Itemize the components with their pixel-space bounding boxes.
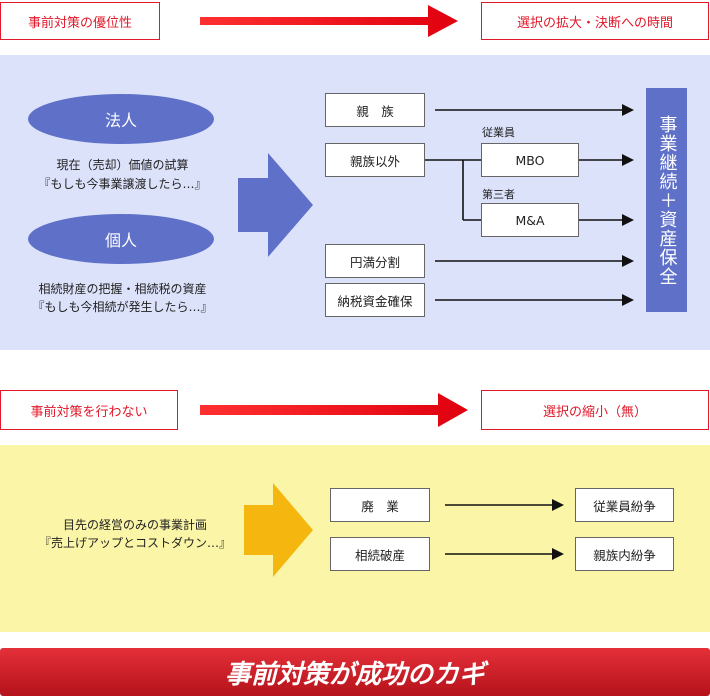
individual-caption-1: 相続財産の把握・相続税の資産 bbox=[38, 282, 207, 296]
non-relatives-box: 親族以外 bbox=[325, 143, 425, 177]
employee-dispute-box: 従業員紛争 bbox=[575, 488, 674, 522]
blue-big-arrow bbox=[238, 153, 313, 257]
reduction-label: 選択の縮小（無） bbox=[481, 390, 709, 430]
individual-ellipse: 個人 bbox=[28, 214, 214, 264]
third-party-label: 第三者 bbox=[482, 188, 515, 201]
short-term-plan-caption-1: 目先の経営のみの事業計画 bbox=[62, 518, 207, 532]
corporate-ellipse: 法人 bbox=[28, 94, 214, 144]
expansion-label: 選択の拡大・決断への時間 bbox=[481, 2, 709, 40]
division-box: 円満分割 bbox=[325, 244, 425, 278]
no-measures-label: 事前対策を行わない bbox=[0, 390, 178, 430]
middle-red-arrow bbox=[200, 393, 468, 427]
yellow-big-arrow bbox=[244, 483, 313, 577]
advantage-label: 事前対策の優位性 bbox=[0, 2, 160, 40]
corporate-caption-2: 『もしも今事業譲渡したら…』 bbox=[38, 177, 207, 191]
top-red-arrow bbox=[200, 5, 458, 37]
corporate-caption-1: 現在（売却）価値の試算 bbox=[56, 158, 189, 172]
relatives-box: 親 族 bbox=[325, 93, 425, 127]
success-key-banner: 事前対策が成功のカギ bbox=[0, 648, 710, 696]
closure-box: 廃 業 bbox=[330, 488, 430, 522]
mbo-box: MBO bbox=[481, 143, 579, 177]
ma-box: M&A bbox=[481, 203, 579, 237]
individual-caption-2: 『もしも今相続が発生したら…』 bbox=[32, 300, 213, 314]
business-continuity-bar: 事業継続＋資産保全 bbox=[646, 88, 687, 312]
family-dispute-box: 親族内紛争 bbox=[575, 537, 674, 571]
tax-funds-box: 納税資金確保 bbox=[325, 283, 425, 317]
employee-label: 従業員 bbox=[482, 126, 515, 139]
inheritance-bankruptcy-box: 相続破産 bbox=[330, 537, 430, 571]
short-term-plan-caption-2: 『売上げアップとコストダウン…』 bbox=[38, 536, 231, 550]
